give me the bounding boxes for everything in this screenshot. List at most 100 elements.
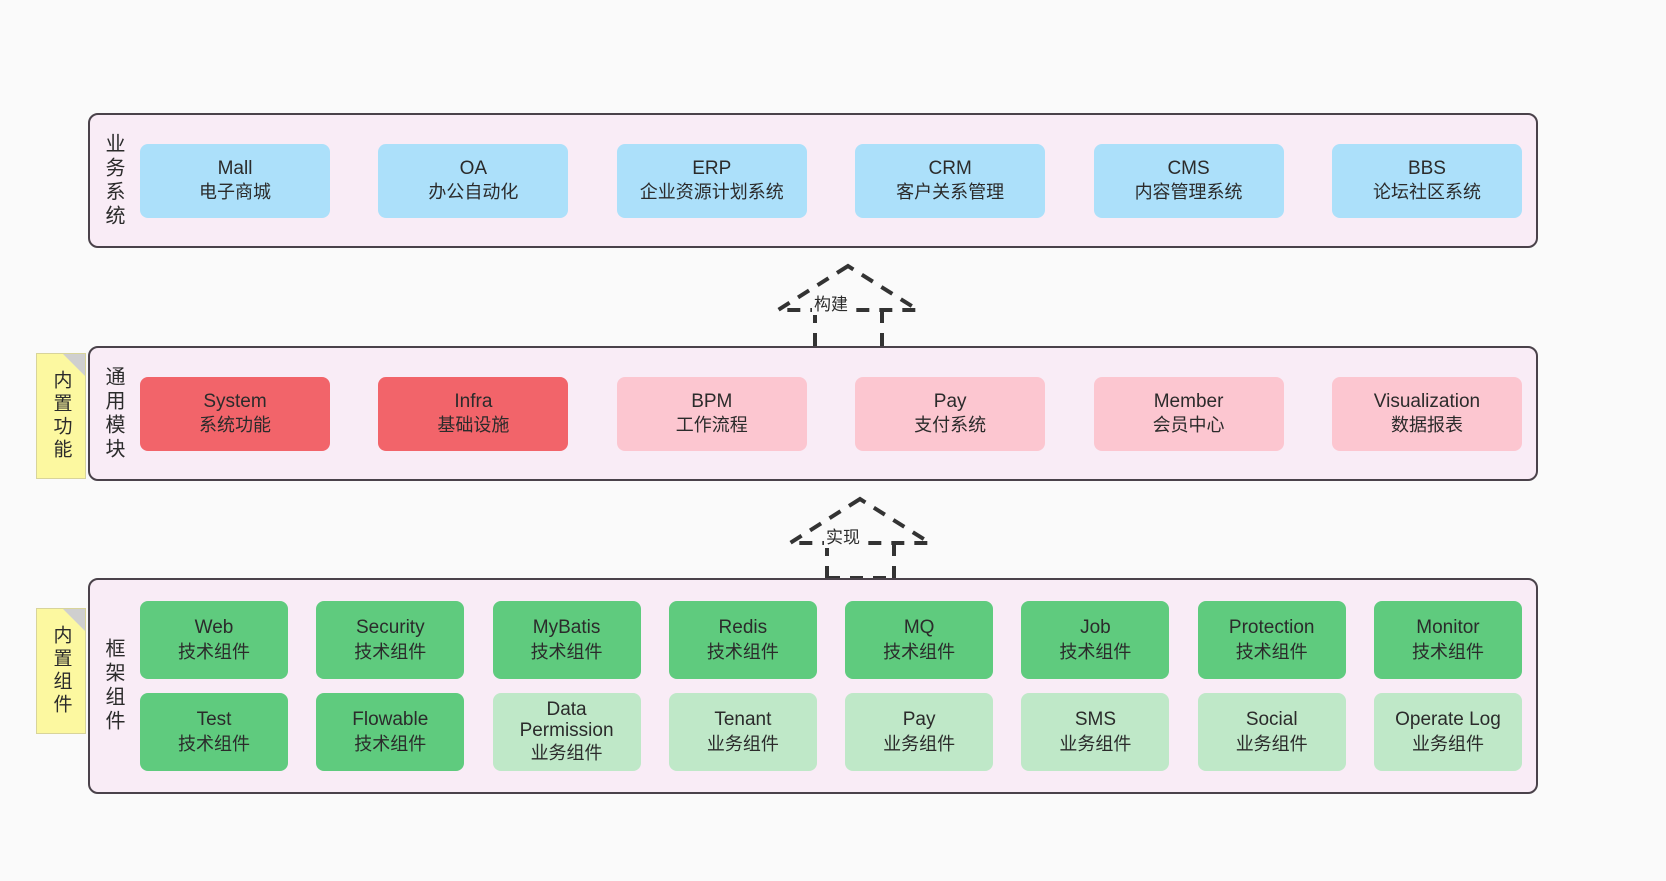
node-label-en: BBS — [1407, 157, 1446, 179]
node-infra[interactable]: Infra 基础设施 — [378, 376, 569, 451]
node-label-cn: 基础设施 — [437, 415, 510, 436]
connector-implement-arrow — [783, 496, 937, 580]
node-cms[interactable]: CMS 内容管理系统 — [1093, 143, 1284, 218]
node-sms[interactable]: SMS 业务组件 — [1021, 693, 1170, 771]
node-label-en: Tenant — [714, 709, 772, 731]
node-label-cn: 支付系统 — [914, 415, 987, 436]
node-label-cn: 技术组件 — [530, 641, 603, 662]
node-label-cn: 办公自动化 — [428, 182, 519, 203]
node-job[interactable]: Job 技术组件 — [1021, 601, 1170, 679]
layer-title-common-modules: 通用模块 — [102, 365, 124, 462]
connector-implement-label: 实现 — [824, 523, 862, 548]
node-label-cn: 电子商城 — [199, 182, 271, 203]
node-label-en: Member — [1153, 390, 1224, 412]
node-pay[interactable]: Pay 支付系统 — [855, 376, 1046, 451]
node-label-cn: 业务组件 — [1059, 733, 1132, 754]
node-label-en: MyBatis — [532, 617, 601, 639]
node-label-en: Security — [355, 617, 425, 639]
node-monitor[interactable]: Monitor 技术组件 — [1373, 601, 1522, 679]
node-redis[interactable]: Redis 技术组件 — [668, 601, 817, 679]
node-bpm[interactable]: BPM 工作流程 — [616, 376, 807, 451]
node-member[interactable]: Member 会员中心 — [1093, 376, 1284, 451]
node-label-cn: 业务组件 — [706, 733, 779, 754]
node-bbs[interactable]: BBS 论坛社区系统 — [1331, 143, 1522, 218]
layer-title-business: 业务系统 — [102, 132, 124, 229]
node-label-cn: 技术组件 — [354, 733, 427, 754]
connector-build: 构建 — [760, 262, 940, 352]
node-label-cn: 论坛社区系统 — [1372, 182, 1481, 203]
node-oa[interactable]: OA 办公自动化 — [378, 143, 569, 218]
node-label-en: Protection — [1228, 617, 1315, 639]
layer-framework-components: 框架组件 Web 技术组件 Security 技术组件 MyBatis 技术组件… — [88, 578, 1538, 794]
node-label-en: Web — [194, 617, 234, 639]
connector-build-label: 构建 — [812, 290, 850, 315]
node-label-en: Visualization — [1373, 390, 1481, 412]
node-protection[interactable]: Protection 技术组件 — [1197, 601, 1346, 679]
node-erp[interactable]: ERP 企业资源计划系统 — [616, 143, 807, 218]
layer-title-framework-components: 框架组件 — [102, 638, 124, 734]
node-label-en: Social — [1245, 709, 1298, 731]
node-row: Test 技术组件 Flowable 技术组件 Data Permission … — [140, 693, 1522, 771]
node-label-en: Operate Log — [1395, 709, 1501, 731]
note-fold-corner — [63, 354, 85, 376]
node-label-en: ERP — [692, 157, 732, 179]
node-tenant[interactable]: Tenant 业务组件 — [668, 693, 817, 771]
node-web[interactable]: Web 技术组件 — [140, 601, 288, 679]
node-label-cn: 内容管理系统 — [1134, 182, 1243, 203]
node-label-cn: 业务组件 — [530, 742, 603, 763]
layer-business: 业务系统 Mall 电子商城 OA 办公自动化 ERP 企业资源计划系统 CRM… — [88, 113, 1538, 248]
node-flowable[interactable]: Flowable 技术组件 — [316, 693, 465, 771]
node-label-cn: 系统功能 — [199, 415, 271, 436]
layer-body-common-modules: System 系统功能 Infra 基础设施 BPM 工作流程 Pay 支付系统… — [136, 348, 1536, 479]
node-label-cn: 企业资源计划系统 — [639, 182, 784, 203]
node-label-en: SMS — [1074, 709, 1116, 731]
node-label-cn: 技术组件 — [1411, 641, 1484, 662]
node-visualization[interactable]: Visualization 数据报表 — [1331, 376, 1522, 451]
node-label-en: CMS — [1167, 157, 1210, 179]
node-operate-log[interactable]: Operate Log 业务组件 — [1373, 693, 1522, 771]
node-label-en: Pay — [902, 709, 936, 731]
node-label-en: Pay — [933, 390, 967, 412]
node-mybatis[interactable]: MyBatis 技术组件 — [492, 601, 641, 679]
node-system[interactable]: System 系统功能 — [140, 376, 330, 451]
node-security[interactable]: Security 技术组件 — [316, 601, 465, 679]
node-social[interactable]: Social 业务组件 — [1197, 693, 1346, 771]
node-label-cn: 工作流程 — [675, 415, 748, 436]
node-label-en: CRM — [928, 157, 972, 179]
node-label-en: BPM — [691, 390, 733, 412]
node-label-cn: 业务组件 — [883, 733, 956, 754]
node-row: System 系统功能 Infra 基础设施 BPM 工作流程 Pay 支付系统… — [140, 376, 1522, 451]
node-label-cn: 客户关系管理 — [896, 182, 1005, 203]
connector-build-arrow — [771, 263, 925, 352]
node-label-cn: 技术组件 — [1235, 641, 1308, 662]
node-crm[interactable]: CRM 客户关系管理 — [855, 143, 1046, 218]
node-pay-component[interactable]: Pay 业务组件 — [845, 693, 994, 771]
node-mall[interactable]: Mall 电子商城 — [140, 143, 330, 218]
node-label-en: Flowable — [352, 709, 429, 731]
node-label-en: Job — [1080, 617, 1111, 639]
node-label-cn: 技术组件 — [1059, 641, 1132, 662]
node-label-cn: 业务组件 — [1411, 733, 1484, 754]
note-label: 内置组件 — [50, 625, 72, 717]
node-row: Web 技术组件 Security 技术组件 MyBatis 技术组件 Redi… — [140, 601, 1522, 679]
note-builtin-features: 内置功能 — [36, 353, 86, 479]
node-label-en: Mall — [217, 157, 253, 179]
node-label-cn: 技术组件 — [178, 641, 250, 662]
note-label: 内置功能 — [50, 370, 72, 462]
node-mq[interactable]: MQ 技术组件 — [845, 601, 994, 679]
connector-implement: 实现 — [772, 495, 952, 580]
node-label-en: Test — [196, 709, 232, 731]
node-label-cn: 技术组件 — [706, 641, 779, 662]
node-label-cn: 技术组件 — [178, 733, 250, 754]
note-builtin-components: 内置组件 — [36, 608, 86, 734]
layer-body-business: Mall 电子商城 OA 办公自动化 ERP 企业资源计划系统 CRM 客户关系… — [136, 115, 1536, 246]
node-label-en: Data Permission — [519, 699, 614, 742]
layer-body-framework-components: Web 技术组件 Security 技术组件 MyBatis 技术组件 Redi… — [136, 580, 1536, 792]
node-label-cn: 技术组件 — [354, 641, 427, 662]
node-data-permission[interactable]: Data Permission 业务组件 — [492, 693, 641, 771]
node-label-en: OA — [459, 157, 488, 179]
node-label-cn: 技术组件 — [883, 641, 956, 662]
node-label-cn: 数据报表 — [1390, 415, 1463, 436]
node-test[interactable]: Test 技术组件 — [140, 693, 288, 771]
